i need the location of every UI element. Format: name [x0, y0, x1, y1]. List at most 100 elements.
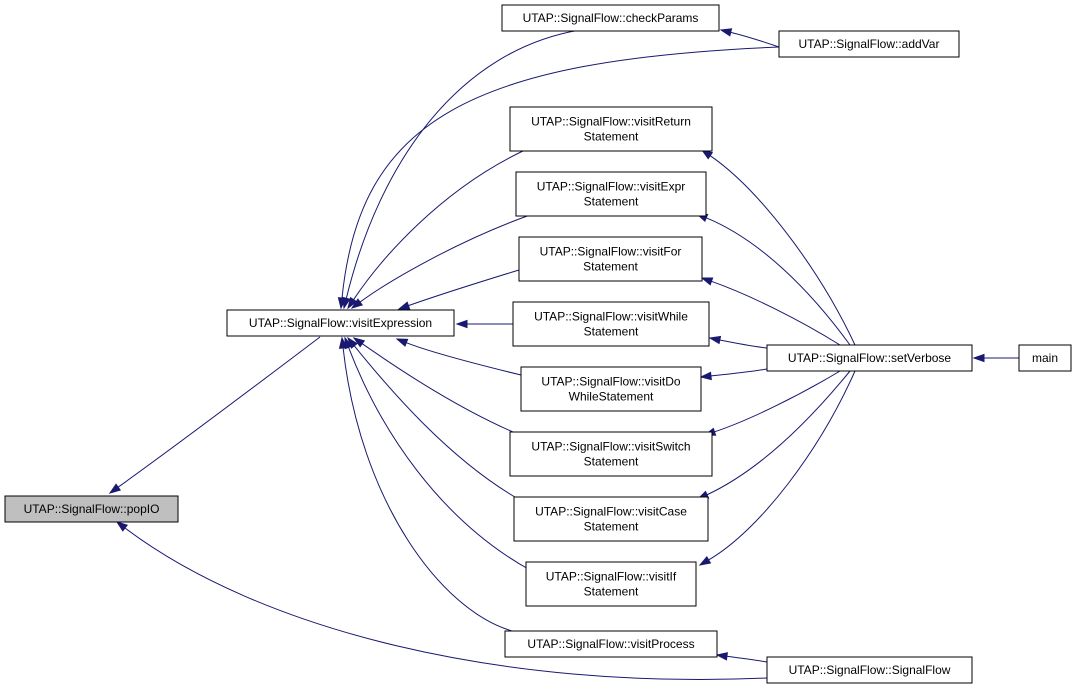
arrowhead [708, 335, 722, 345]
arrowhead [972, 353, 985, 363]
edge-visitCase-to-visitExpression [347, 336, 521, 501]
node-label: UTAP::SignalFlow::checkParams [523, 11, 699, 25]
arrowhead [350, 298, 364, 309]
node-label: UTAP::SignalFlow::visitFor [540, 245, 682, 259]
edge-line [719, 339, 768, 349]
node-box [226, 309, 455, 337]
edge-line [342, 347, 513, 632]
edge-setVerbose-to-visitWhile [708, 335, 768, 349]
node-label: UTAP::SignalFlow::setVerbose [788, 351, 952, 365]
edge-visitFor-to-visitExpression [397, 269, 520, 310]
node-box [525, 561, 697, 607]
arrowhead [699, 371, 712, 381]
node-popIO[interactable]: UTAP::SignalFlow::popIO [4, 495, 179, 523]
node-label: UTAP::SignalFlow::visitExpression [249, 316, 432, 330]
node-label: UTAP::SignalFlow::visitProcess [527, 637, 694, 651]
node-checkParams[interactable]: UTAP::SignalFlow::checkParams [501, 4, 720, 32]
node-box [518, 236, 703, 282]
edge-addVar-to-checkParams [719, 28, 780, 48]
edge-line [706, 370, 851, 496]
arrowhead [395, 338, 409, 347]
node-label: main [1032, 351, 1058, 365]
edge-line [345, 29, 581, 299]
nodes-layer: UTAP::SignalFlow::popIOUTAP::SignalFlow:… [4, 4, 1072, 684]
edge-line [348, 347, 531, 571]
node-label: UTAP::SignalFlow::visitIf [546, 570, 677, 584]
node-label: Statement [584, 585, 639, 599]
node-label: UTAP::SignalFlow::visitReturn [531, 115, 691, 129]
node-box [4, 495, 179, 523]
edge-setVerbose-to-visitReturn [700, 149, 856, 346]
edge-setVerbose-to-visitCase [696, 370, 851, 500]
node-label: UTAP::SignalFlow::visitExpr [537, 180, 685, 194]
edge-line [406, 342, 522, 376]
node-box [513, 496, 709, 542]
arrowhead [455, 319, 468, 329]
edge-setVerbose-to-visitFor [700, 277, 841, 346]
arrowhead [715, 652, 728, 661]
node-label: UTAP::SignalFlow::visitDo [541, 375, 680, 389]
node-box [1018, 344, 1072, 372]
edge-line [359, 214, 531, 303]
edge-line [353, 149, 526, 300]
node-box [501, 4, 720, 32]
node-label: UTAP::SignalFlow::SignalFlow [789, 663, 951, 677]
node-label: UTAP::SignalFlow::visitSwitch [531, 440, 690, 454]
edge-setVerbose-to-visitIf [698, 370, 856, 566]
edge-addVar-to-visitExpression [337, 46, 780, 310]
node-SignalFlow[interactable]: UTAP::SignalFlow::SignalFlow [766, 656, 973, 684]
edge-line [730, 31, 780, 48]
edge-line [408, 269, 520, 307]
node-label: UTAP::SignalFlow::addVar [799, 37, 940, 51]
arrowhead [698, 555, 712, 566]
edge-setVerbose-to-visitSwitch [703, 370, 841, 436]
node-label: UTAP::SignalFlow::visitWhile [534, 310, 688, 324]
node-label: Statement [584, 130, 639, 144]
node-addVar[interactable]: UTAP::SignalFlow::addVar [778, 30, 960, 58]
edge-visitExpr-to-visitExpression [350, 214, 531, 309]
node-visitProcess[interactable]: UTAP::SignalFlow::visitProcess [504, 630, 718, 658]
edge-visitWhile-to-visitExpression [455, 319, 513, 329]
node-main[interactable]: main [1018, 344, 1072, 372]
node-setVerbose[interactable]: UTAP::SignalFlow::setVerbose [766, 344, 973, 372]
node-box [504, 630, 718, 658]
node-label: Statement [584, 520, 639, 534]
edge-line [117, 336, 321, 488]
node-box [766, 656, 973, 684]
arrowhead [347, 296, 358, 310]
node-label: Statement [583, 260, 638, 274]
node-label: UTAP::SignalFlow::popIO [24, 502, 160, 516]
node-visitExpression[interactable]: UTAP::SignalFlow::visitExpression [226, 309, 455, 337]
arrowhead [397, 301, 411, 310]
node-box [520, 366, 702, 412]
node-label: Statement [584, 195, 639, 209]
edge-line [361, 343, 521, 436]
edge-visitSwitch-to-visitExpression [352, 337, 521, 436]
arrowhead [719, 28, 733, 37]
node-box [515, 171, 707, 217]
edge-line [353, 345, 521, 501]
node-box [509, 106, 713, 152]
edge-line [124, 527, 768, 680]
node-box [512, 301, 710, 347]
edge-main-to-setVerbose [972, 353, 1019, 363]
edge-line [709, 155, 856, 346]
node-label: WhileStatement [569, 390, 654, 404]
arrowhead [700, 277, 714, 286]
node-label: UTAP::SignalFlow::visitCase [535, 505, 687, 519]
node-box [509, 431, 713, 477]
arrowhead [108, 483, 122, 494]
edge-line [711, 280, 841, 346]
edge-setVerbose-to-visitExpr [695, 213, 851, 346]
node-label: Statement [584, 455, 639, 469]
arrowhead [337, 297, 347, 310]
node-box [778, 30, 960, 58]
